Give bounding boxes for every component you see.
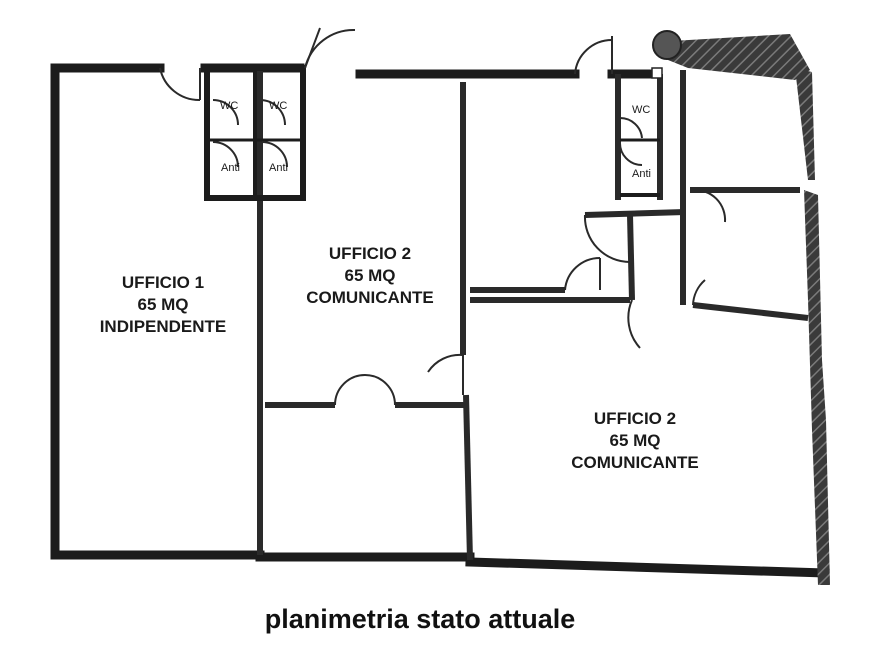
room-label-ufficio-2-left: UFFICIO 2 65 MQ COMUNICANTE bbox=[290, 243, 450, 309]
interior-walls bbox=[257, 68, 809, 561]
room-note: INDIPENDENTE bbox=[99, 317, 227, 336]
anti-label-1: Anti bbox=[221, 162, 240, 174]
door-swings bbox=[159, 27, 727, 406]
room-label-ufficio-2-right: UFFICIO 2 65 MQ COMUNICANTE bbox=[555, 408, 715, 474]
wc-block-right bbox=[620, 138, 660, 197]
wc-label-2: WC bbox=[269, 100, 288, 112]
hatched-walls bbox=[655, 34, 830, 585]
room-name: UFFICIO 2 bbox=[593, 409, 677, 428]
room-area: 65 MQ bbox=[137, 295, 189, 314]
room-note: COMUNICANTE bbox=[306, 288, 434, 307]
room-name: UFFICIO 1 bbox=[121, 273, 205, 292]
room-name: UFFICIO 2 bbox=[328, 244, 412, 263]
room-area: 65 MQ bbox=[609, 431, 661, 450]
room-note: COMUNICANTE bbox=[571, 453, 699, 472]
anti-label-2: Anti bbox=[269, 162, 288, 174]
room-label-ufficio-1: UFFICIO 1 65 MQ INDIPENDENTE bbox=[88, 272, 238, 338]
wc-block-left bbox=[204, 65, 306, 201]
room-area: 65 MQ bbox=[344, 266, 396, 285]
wc-label-1: WC bbox=[220, 100, 239, 112]
column-marker bbox=[651, 30, 682, 79]
wc-label-3: WC bbox=[632, 104, 651, 116]
plan-caption: planimetria stato attuale bbox=[264, 604, 576, 634]
anti-label-3: Anti bbox=[632, 168, 651, 180]
